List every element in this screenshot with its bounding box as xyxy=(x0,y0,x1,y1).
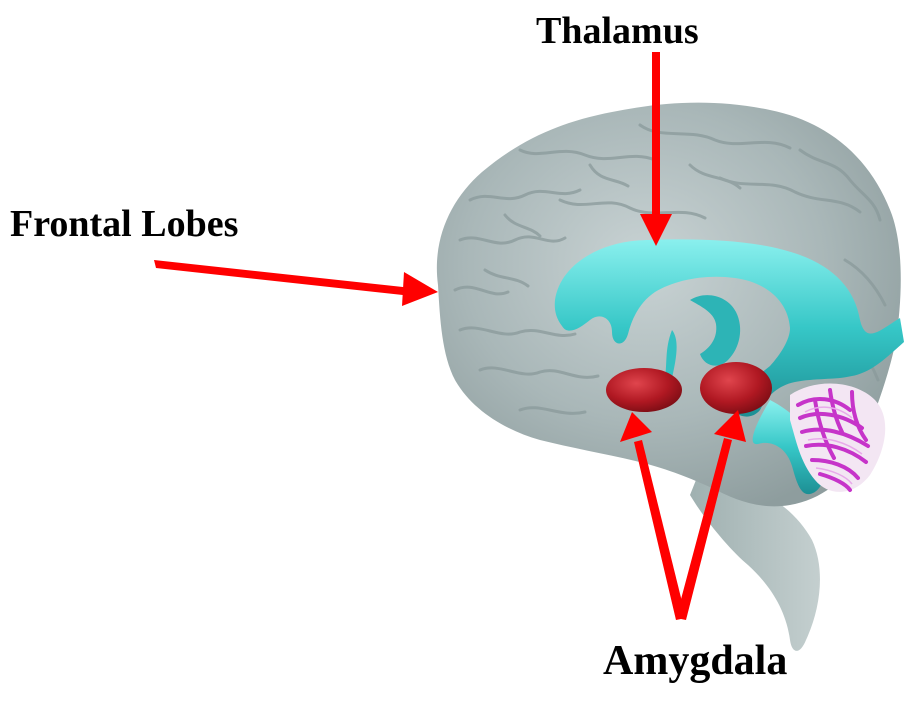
frontal-arrow-shaft xyxy=(154,260,412,296)
thalamus-label: Thalamus xyxy=(536,12,699,50)
amygdala-left xyxy=(606,368,682,412)
frontal-lobes-label: Frontal Lobes xyxy=(10,205,238,243)
amygdala-label: Amygdala xyxy=(603,640,787,682)
thalamus-arrow-shaft xyxy=(652,52,660,220)
amygdala-right xyxy=(700,362,772,414)
frontal-arrow-head xyxy=(402,272,438,306)
